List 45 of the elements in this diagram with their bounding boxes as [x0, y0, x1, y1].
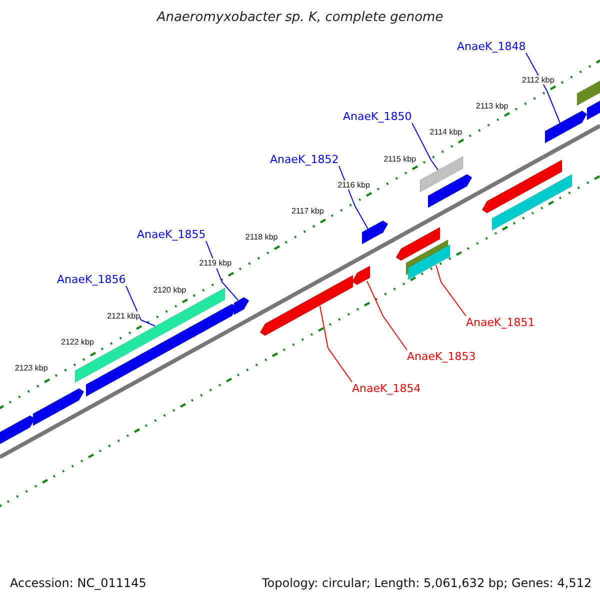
- tick-label: 2119 kbp: [199, 258, 232, 268]
- title: Anaeromyxobacter sp. K, complete genome: [155, 10, 444, 25]
- gene-bar: [0, 415, 36, 444]
- footer-text: Accession: NC_011145: [10, 576, 146, 590]
- tick-label: 2116 kbp: [338, 180, 370, 190]
- tick-label: 2112 kbp: [522, 75, 554, 85]
- gene-label: AnaeK_1848: [457, 40, 526, 53]
- gene-bar: [492, 174, 572, 231]
- gene-bar: [482, 160, 562, 214]
- leader-line: [338, 166, 368, 230]
- gene-label: AnaeK_1854: [352, 382, 421, 395]
- leader-line: [126, 286, 156, 326]
- tick-label: 2118 kbp: [245, 232, 278, 242]
- gene-bar: [396, 226, 440, 261]
- gene-label: AnaeK_1852: [270, 153, 339, 166]
- gene-bar: [352, 266, 370, 286]
- leader-line: [526, 52, 560, 124]
- gene-bar: [428, 174, 472, 208]
- tick-label: 2120 kbp: [153, 285, 186, 294]
- gene-bar: [420, 156, 464, 192]
- leader-line: [366, 280, 408, 350]
- leader-line: [436, 264, 466, 316]
- tick-label: 2121 kbp: [107, 311, 140, 320]
- tick-label: 2115 kbp: [384, 154, 416, 164]
- leader-line: [412, 122, 438, 170]
- gene-bar: [544, 110, 588, 144]
- gene-bar: [406, 239, 450, 280]
- tick-label: 2114 kbp: [430, 128, 462, 137]
- gene-label: AnaeK_1850: [343, 110, 412, 123]
- gene-bar: [362, 220, 388, 244]
- gene-bar: [234, 297, 250, 316]
- gene-bar: [586, 100, 600, 120]
- tick-label: 2123 kbp: [14, 364, 48, 373]
- leader-line: [320, 306, 352, 382]
- gene-label: AnaeK_1851: [466, 316, 535, 329]
- tick-label: 2117 kbp: [292, 206, 324, 216]
- tick-label: 2122 kbp: [61, 337, 94, 347]
- gene-bar: [32, 388, 84, 426]
- gene-label: AnaeK_1853: [407, 350, 476, 363]
- gene-bar: [576, 80, 600, 106]
- gene-bar: [260, 274, 354, 336]
- gene-label: AnaeK_1855: [137, 228, 206, 241]
- gene-label: AnaeK_1856: [57, 273, 126, 286]
- tick-label: 2113 kbp: [476, 102, 508, 111]
- footer-text: Topology: circular; Length: 5,061,632 bp; Genes: 4,512: [262, 576, 592, 590]
